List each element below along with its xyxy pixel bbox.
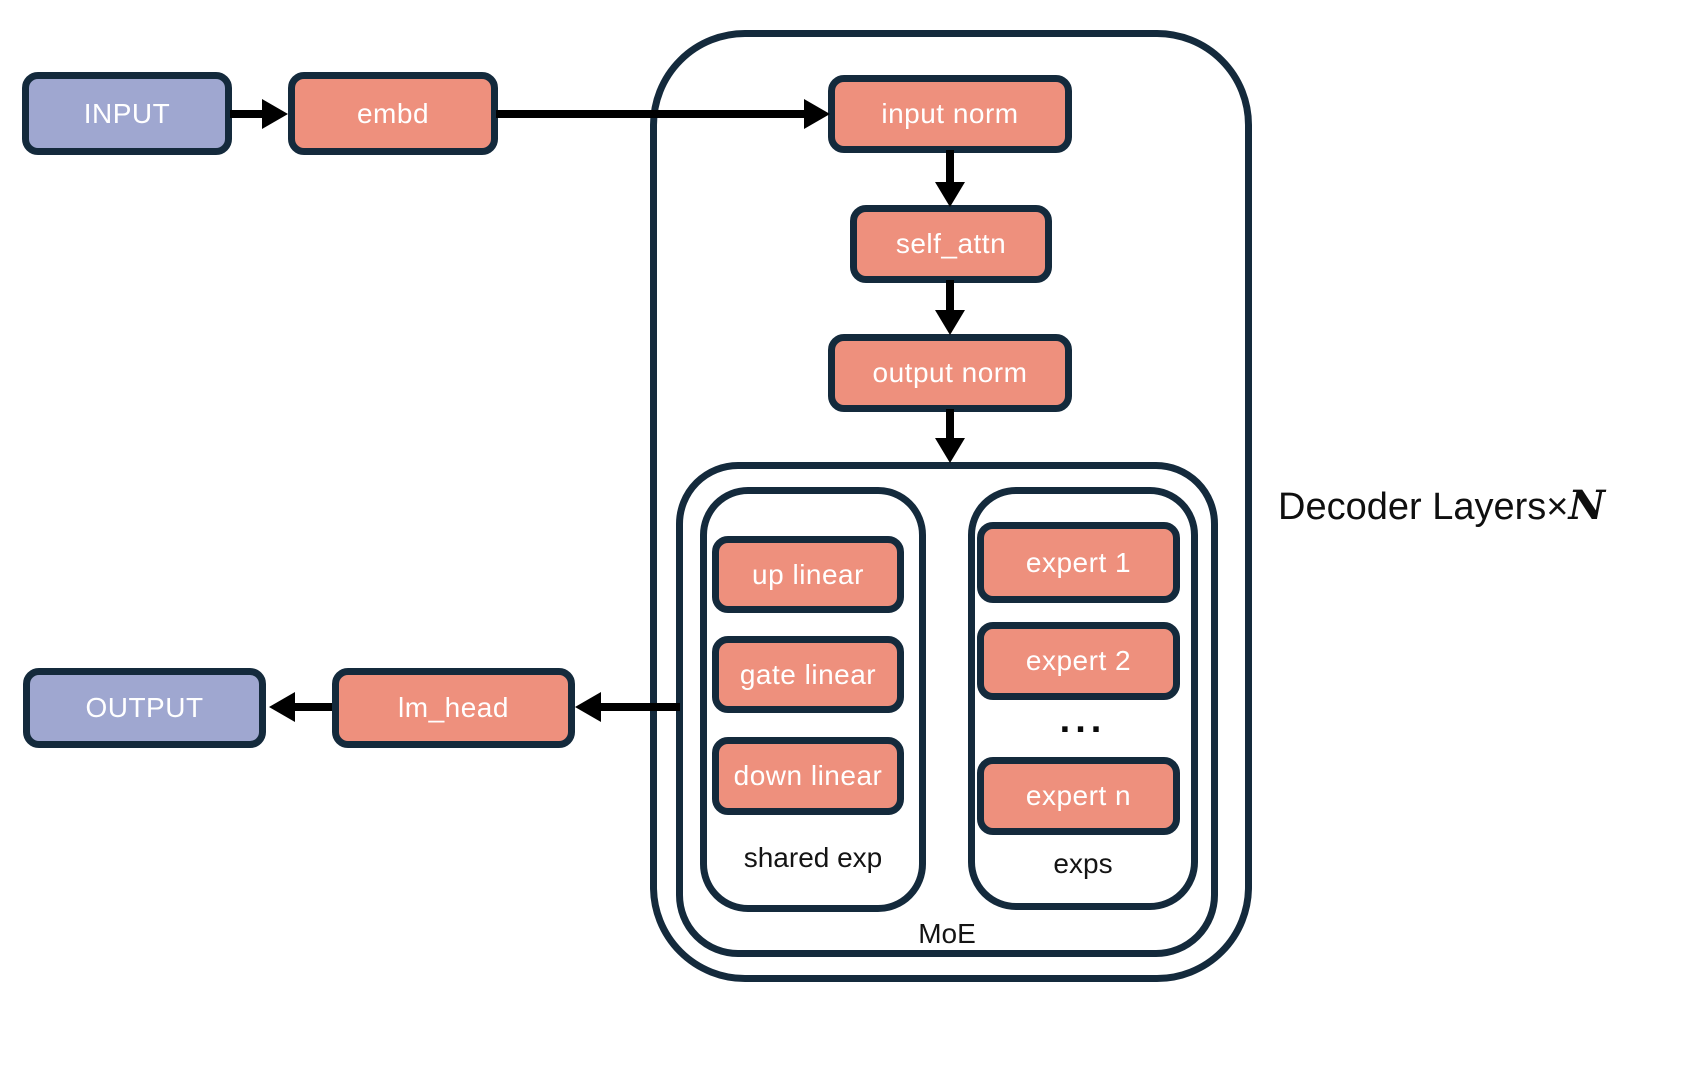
gate-linear-label: gate linear (739, 658, 877, 690)
output-norm-label: output norm (872, 357, 1028, 388)
exps-label: exps (1053, 848, 1113, 879)
down-linear-node: down linear (712, 737, 904, 815)
decoder-layers-container (650, 30, 1252, 982)
experts-ellipsis: ... (1059, 699, 1107, 741)
lm-head-node-label: lm_head (398, 692, 509, 723)
expert-n-node: expert n (977, 757, 1180, 835)
arrow-line (496, 110, 806, 118)
arrowhead-down (935, 182, 965, 207)
exps-container (968, 487, 1198, 910)
arrow-line (599, 703, 680, 711)
decoder-layers-n: N (1568, 482, 1605, 529)
embd-node-label: embd (356, 97, 430, 129)
arrowhead-left (269, 692, 295, 722)
expert-n-label: expert n (1025, 780, 1132, 811)
arrow-line (946, 150, 954, 183)
moe-label: MoE (918, 918, 976, 949)
decoder-layers-label: Decoder Layers×N (1278, 482, 1605, 529)
input-norm-label: input norm (881, 98, 1019, 129)
arrowhead-right (262, 99, 288, 129)
arrowhead-right (804, 99, 830, 129)
arrowhead-down (935, 438, 965, 463)
arrow-line (230, 110, 264, 118)
expert-2-node: expert 2 (977, 622, 1180, 700)
arrow-line (946, 409, 954, 439)
shared-exp-label: shared exp (743, 842, 883, 873)
up-linear-node: up linear (712, 536, 904, 613)
output-node: OUTPUT (23, 668, 266, 748)
gate-linear-node: gate linear (712, 636, 904, 713)
arrowhead-down (935, 310, 965, 335)
input-node: INPUT (22, 72, 232, 155)
expert-1-node: expert 1 (977, 522, 1180, 603)
up-linear-label: up linear (752, 558, 864, 590)
embd-node: embd (288, 72, 498, 155)
down-linear-label: down linear (733, 760, 883, 791)
arrow-line (294, 703, 332, 711)
self-attn-node: self_attn (850, 205, 1052, 283)
input-node-label: INPUT (83, 97, 171, 129)
expert-1-label: expert 1 (1025, 546, 1132, 578)
self-attn-label: self_attn (895, 228, 1007, 259)
lm-head-node: lm_head (332, 668, 575, 748)
arrow-line (946, 280, 954, 311)
decoder-layers-label-text: Decoder Layers× (1278, 486, 1569, 528)
expert-2-label: expert 2 (1025, 645, 1132, 676)
shared-exp-container (700, 487, 926, 912)
input-norm-node: input norm (828, 75, 1072, 153)
arrowhead-left (575, 692, 601, 722)
output-node-label: OUTPUT (85, 692, 204, 723)
output-norm-node: output norm (828, 334, 1072, 412)
